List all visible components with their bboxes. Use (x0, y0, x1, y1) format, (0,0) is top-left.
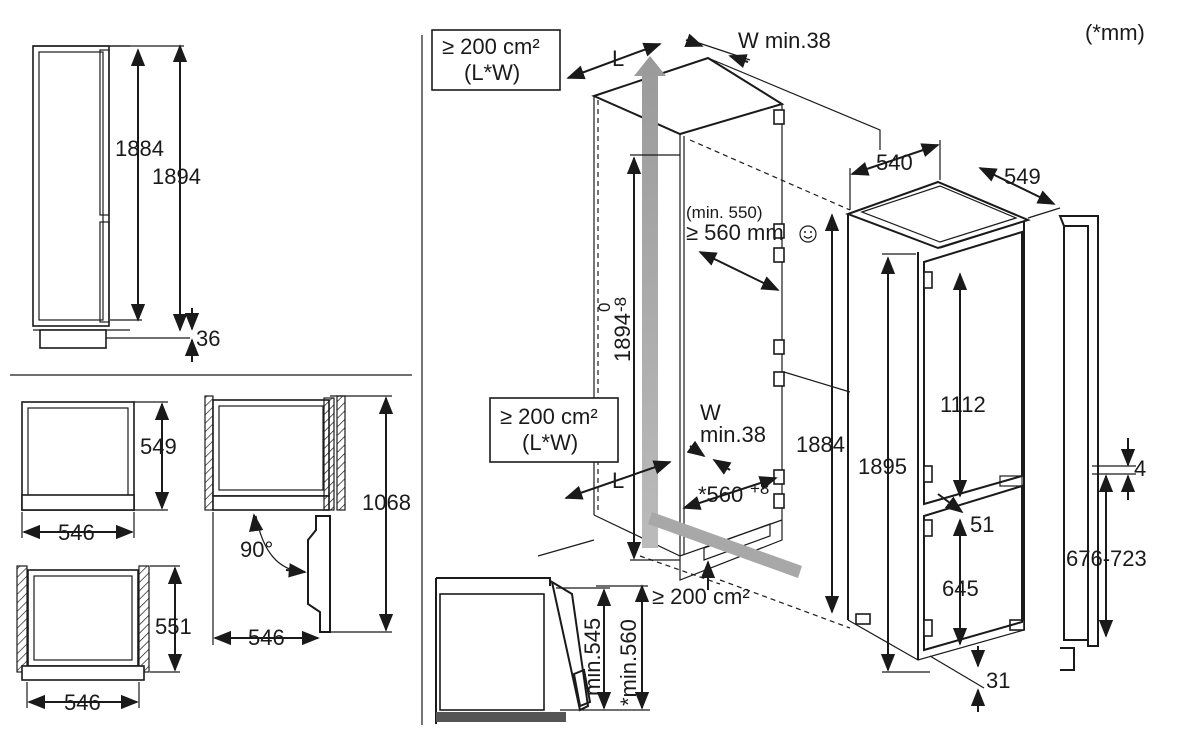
airflow-up-arrow (634, 56, 666, 548)
niche-height-group: 1894 0 -8 (595, 297, 635, 362)
top2-width: 546 (64, 690, 101, 715)
niche-height-2: 1884 (796, 432, 845, 457)
door-gap-51: 51 (970, 512, 994, 537)
vent-bottom: ≥ 200 cm² (652, 584, 750, 609)
profile-gap: 4 (1134, 456, 1146, 481)
fridge-door-height: 1112 (940, 392, 986, 417)
niche-depth-min: ≥ 560 mm (686, 220, 784, 245)
niche-W-mid-1: W (700, 400, 721, 425)
side-view (32, 44, 200, 362)
door-profile (1058, 215, 1136, 671)
appliance (845, 180, 1031, 661)
airflow-in-arrow (648, 512, 802, 578)
niche-dims (564, 33, 840, 614)
top-view-1 (21, 401, 170, 540)
top-view-2 (16, 565, 183, 710)
niche-depth-min-small: (min. 550) (686, 203, 763, 222)
niche-W-mid-2: min.38 (700, 422, 766, 447)
top1-depth: 549 (140, 434, 177, 459)
niche-width: *560 (698, 482, 743, 507)
vent-mid-line2: (L*W) (522, 430, 578, 455)
detail-min-a: min.545 (580, 618, 605, 696)
appliance-bottom: 31 (986, 668, 1010, 693)
door-angle: 90° (240, 537, 273, 562)
bottom-detail (435, 577, 650, 724)
side-dim-1894: 1894 (152, 164, 201, 189)
niche-height-tol-bottom: -8 (611, 297, 630, 312)
niche-height: 1894 (610, 313, 635, 362)
appliance-width: 540 (876, 150, 913, 175)
niche-L-mid: L (612, 468, 624, 493)
appliance-dims (849, 140, 1061, 712)
vent-top-line2: (L*W) (464, 60, 520, 85)
appliance-depth: 549 (1004, 164, 1041, 189)
smiley-icon (799, 225, 817, 243)
vent-top-line1: ≥ 200 cm² (442, 34, 540, 59)
vent-mid-line1: ≥ 200 cm² (500, 404, 598, 429)
door-height: 1068 (362, 490, 411, 515)
vent-box-top: ≥ 200 cm² (L*W) (431, 29, 561, 91)
top1-width: 546 (58, 520, 95, 545)
side-dim-1884: 1884 (115, 136, 164, 161)
niche-L-top: L (612, 46, 624, 71)
top2-depth: 551 (155, 614, 192, 639)
niche-W-top: W min.38 (738, 28, 831, 53)
door-width: 546 (248, 625, 285, 650)
units-note: (*mm) (1085, 20, 1145, 45)
detail-min-b: *min.560 (616, 619, 641, 706)
vent-box-mid: ≥ 200 cm² (L*W) (489, 397, 619, 463)
profile-range: 676-723 (1066, 546, 1147, 571)
side-dim-36: 36 (196, 326, 220, 351)
freezer-door-height: 645 (942, 576, 979, 601)
niche-width-tol: +8 (750, 479, 769, 498)
appliance-height: 1895 (858, 454, 907, 479)
niche-height-tol-top: 0 (595, 303, 614, 312)
door-view (204, 395, 394, 646)
